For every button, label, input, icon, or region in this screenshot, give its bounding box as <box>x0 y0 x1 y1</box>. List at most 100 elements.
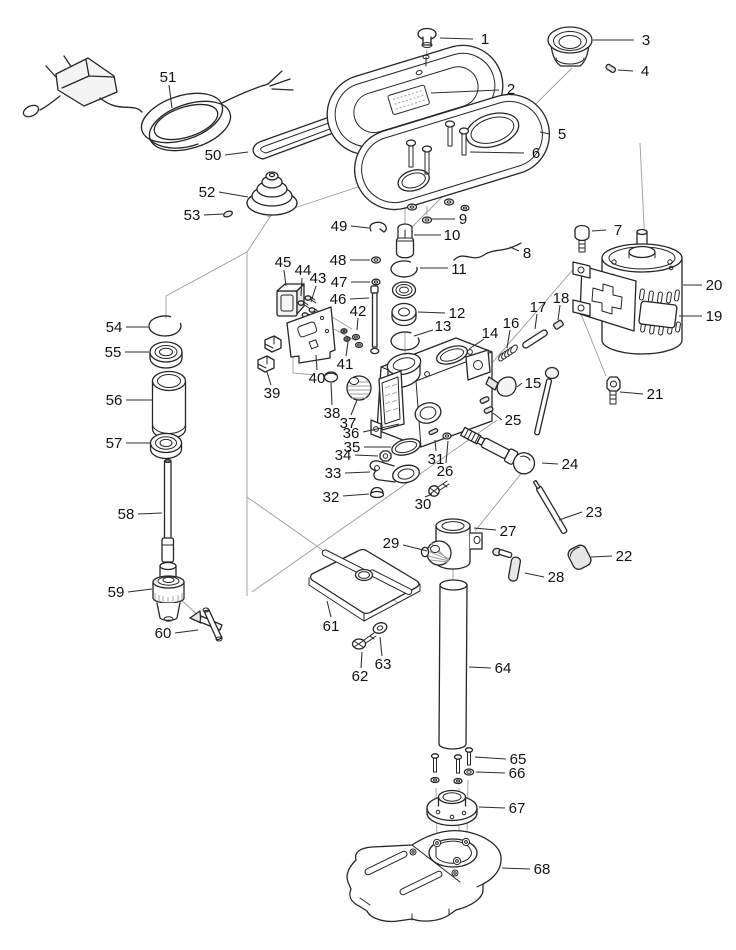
leader-line-4 <box>617 69 634 72</box>
leader-line-16 <box>506 329 511 349</box>
part-callout-25: 25 <box>492 412 521 429</box>
quill-boss <box>414 402 442 424</box>
part-callout-30: 30 <box>415 493 433 513</box>
part-number-11: 11 <box>451 261 467 278</box>
part-callout-4: 4 <box>617 63 649 80</box>
part-callout-33: 33 <box>325 465 371 482</box>
motor-illustration <box>572 228 683 355</box>
part-number-65: 65 <box>510 751 527 768</box>
part-callout-58: 58 <box>118 506 163 523</box>
column-illustration <box>438 579 468 750</box>
part-callout-42: 42 <box>350 303 366 331</box>
part-number-46: 46 <box>330 291 347 308</box>
leader-line-51 <box>168 84 173 109</box>
pin-31-ring-26-illustration <box>428 428 452 440</box>
bearing-57-illustration <box>149 432 183 460</box>
table-washer-illustration <box>372 622 388 634</box>
pinion-shaft-illustration <box>460 426 536 475</box>
part-callout-26: 26 <box>437 440 454 480</box>
base-screws-illustration <box>430 747 474 774</box>
part-number-66: 66 <box>509 765 526 782</box>
part-number-67: 67 <box>509 800 526 817</box>
part-number-37: 37 <box>340 415 357 432</box>
part-callout-3: 3 <box>593 32 650 49</box>
part-number-22: 22 <box>616 548 633 565</box>
part-callout-28: 28 <box>524 569 564 586</box>
leader-line-62 <box>360 651 363 669</box>
retaining-ring-13-illustration <box>390 331 420 351</box>
part-number-17: 17 <box>530 299 547 316</box>
leader-line-14 <box>468 338 485 350</box>
feed-handle-illustration <box>533 480 568 535</box>
cover-washers-illustration <box>406 198 470 224</box>
leader-line-42 <box>356 317 359 331</box>
part-number-26: 26 <box>437 463 454 480</box>
leader-line-63 <box>379 636 383 657</box>
part-number-6: 6 <box>532 145 540 162</box>
leader-line-7 <box>591 229 607 232</box>
leader-line-37 <box>350 399 358 416</box>
part-callout-35: 35 <box>344 439 391 456</box>
leader-line-68 <box>501 867 531 870</box>
part-number-21: 21 <box>647 386 664 403</box>
part-number-59: 59 <box>108 584 125 601</box>
leader-line-25 <box>492 412 503 421</box>
part-number-27: 27 <box>500 523 517 540</box>
motor-plate-illustration <box>638 300 678 329</box>
switch-plate-illustration <box>286 306 336 364</box>
part-callout-1: 1 <box>439 31 489 48</box>
leader-line-29 <box>402 544 428 552</box>
nut-34-illustration <box>379 450 392 462</box>
leader-line-46 <box>349 297 370 300</box>
part-callout-11: 11 <box>420 261 467 278</box>
leader-line-31 <box>434 439 437 452</box>
cap-nut-illustration <box>369 486 385 499</box>
spindle-shaft-illustration <box>161 458 175 563</box>
support-clamp-illustration <box>420 518 483 570</box>
part-callout-50: 50 <box>205 147 249 164</box>
part-callout-40: 40 <box>309 354 325 387</box>
part-callout-10: 10 <box>414 227 460 244</box>
part-number-10: 10 <box>444 227 461 244</box>
part-number-14: 14 <box>482 325 499 342</box>
belt-cover-base-illustration <box>353 93 551 211</box>
part-callout-18: 18 <box>553 290 569 321</box>
part-callout-19: 19 <box>679 308 722 325</box>
part-callout-65: 65 <box>474 751 527 768</box>
leader-line-53 <box>203 213 224 216</box>
part-callout-54: 54 <box>106 319 148 336</box>
retaining-ring-11-illustration <box>390 260 418 278</box>
leader-line-1 <box>439 37 474 40</box>
knob-1-illustration <box>417 27 437 67</box>
retaining-ring-54-illustration <box>148 315 182 337</box>
clamp-lever-illustration <box>492 547 522 582</box>
leader-line-33 <box>344 471 371 474</box>
part-number-32: 32 <box>323 489 340 506</box>
leader-line-64 <box>468 666 492 669</box>
leader-line-41 <box>345 341 349 357</box>
part-callout-37: 37 <box>340 399 358 432</box>
leader-line-30 <box>424 493 433 498</box>
nameplate <box>387 84 430 115</box>
part-number-50: 50 <box>205 147 222 164</box>
motor-vents <box>638 288 681 336</box>
cord-clips-illustration <box>257 335 282 373</box>
part-number-5: 5 <box>558 126 566 143</box>
screw <box>458 127 470 156</box>
part-callout-67: 67 <box>478 800 526 817</box>
part-callout-59: 59 <box>108 584 153 601</box>
part-callout-48: 48 <box>330 252 370 269</box>
nut-47-illustration <box>371 278 381 286</box>
table-illustration <box>308 548 421 622</box>
clip-49-illustration <box>369 221 387 233</box>
part-number-60: 60 <box>155 625 172 642</box>
leader-line-52 <box>218 191 249 198</box>
depth-rod-illustration <box>534 366 560 436</box>
leader-line-21 <box>619 391 644 395</box>
o-ring-illustration <box>391 438 421 456</box>
part-number-45: 45 <box>275 254 292 271</box>
screw <box>444 120 456 147</box>
part-callout-68: 68 <box>501 861 550 878</box>
part-number-51: 51 <box>160 69 177 86</box>
leader-line-49 <box>350 225 370 229</box>
